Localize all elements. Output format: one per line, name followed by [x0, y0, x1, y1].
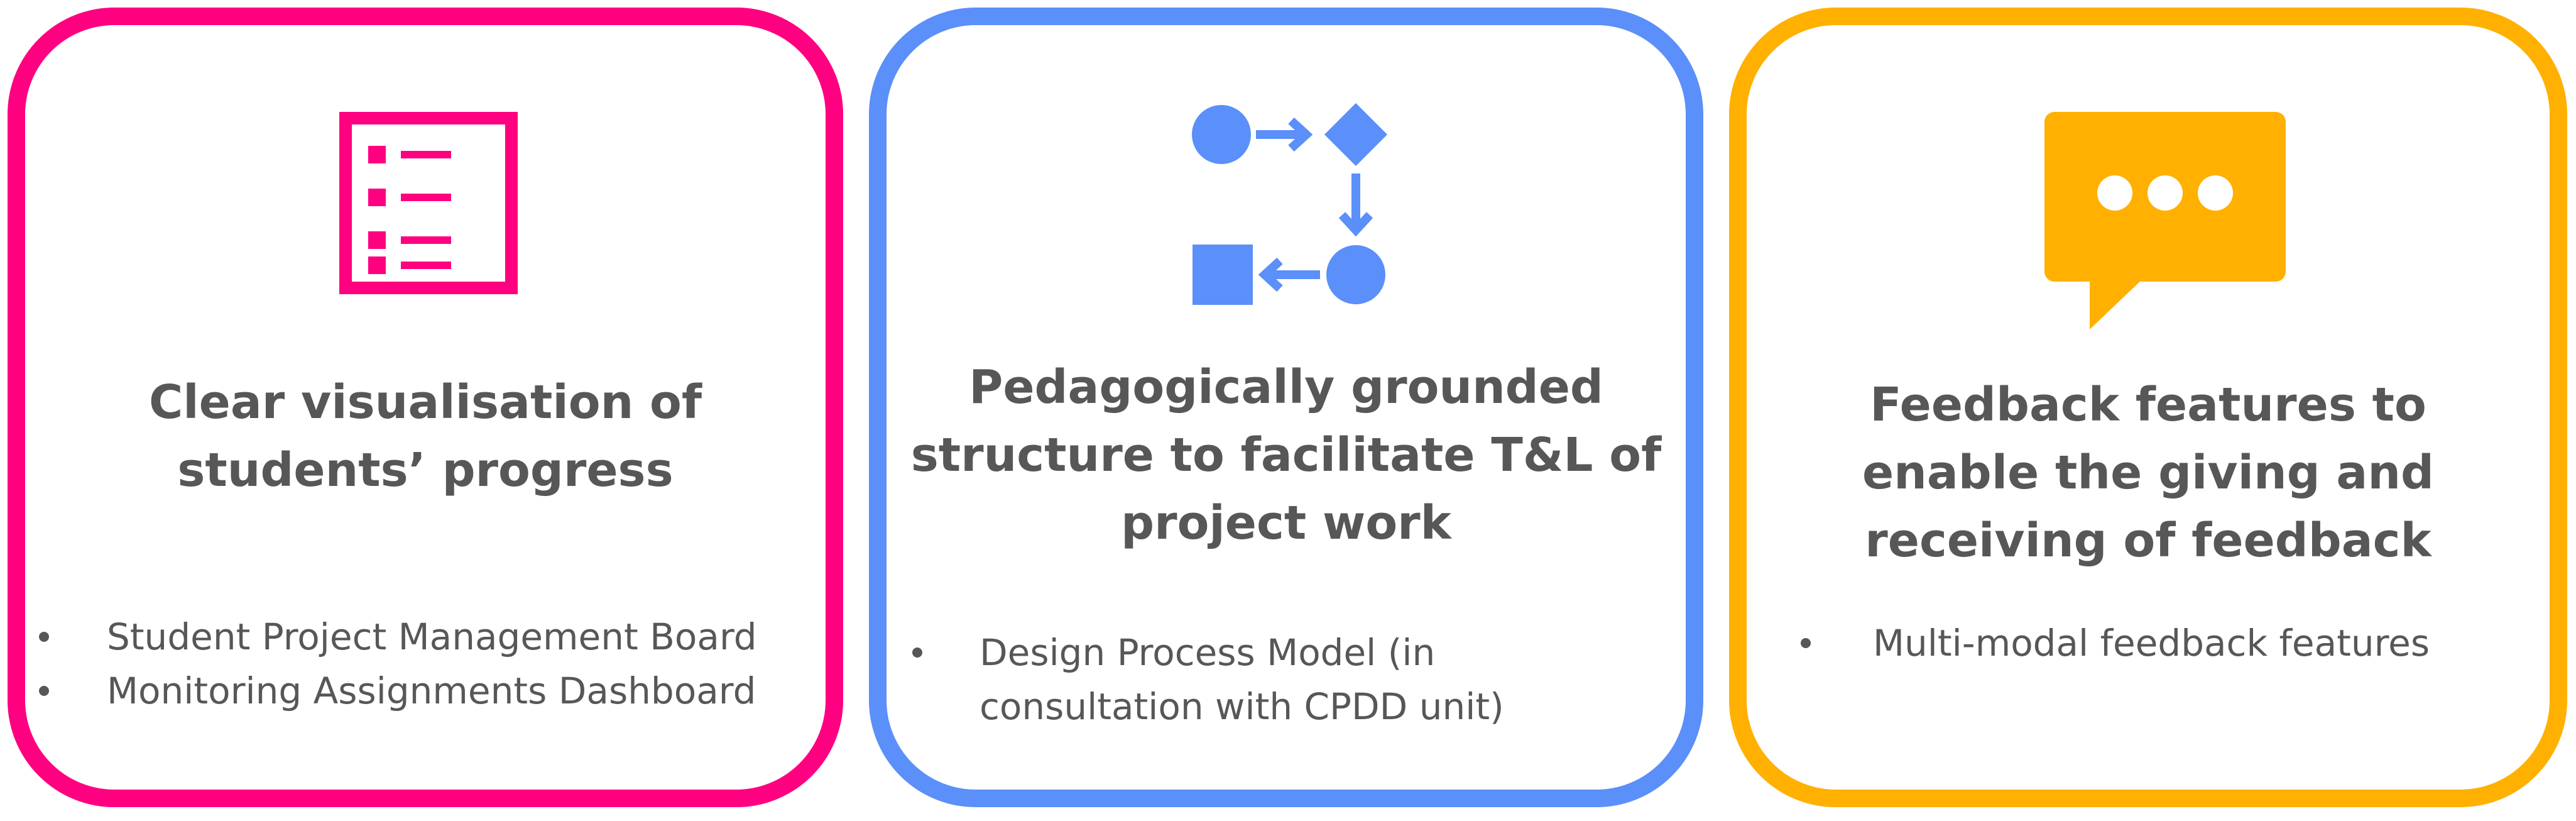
- list-item: Design Process Model (in consultation wi…: [912, 625, 1504, 734]
- bullet-dot: [1801, 638, 1811, 648]
- card-pedagogical-structure: Pedagogically grounded structure to faci…: [869, 8, 1703, 807]
- list-item: Multi-modal feedback features: [1801, 616, 2430, 670]
- card-feedback-features: Feedback features to enable the giving a…: [1729, 8, 2567, 807]
- card-heading: Clear visualisation of students’ progres…: [148, 375, 702, 497]
- bullet-dot: [39, 632, 49, 642]
- bullet-list: Multi-modal feedback features: [1801, 616, 2430, 670]
- process-flow-icon: [1192, 103, 1387, 305]
- bullet-list: Student Project Management Board Monitor…: [39, 610, 757, 718]
- card-heading: Feedback features to enable the giving a…: [1862, 378, 2435, 568]
- bullet-dot: [912, 647, 922, 658]
- card-heading: Pedagogically grounded structure to faci…: [910, 360, 1662, 550]
- list-item: Monitoring Assignments Dashboard: [39, 664, 757, 718]
- chat-bubble-icon: [2044, 112, 2286, 329]
- bullet-list: Design Process Model (in consultation wi…: [912, 625, 1504, 734]
- list-item: Student Project Management Board: [39, 610, 757, 664]
- card-student-progress: Clear visualisation of students’ progres…: [8, 8, 843, 807]
- bullet-dot: [39, 686, 49, 696]
- checklist-document-icon: [339, 112, 518, 294]
